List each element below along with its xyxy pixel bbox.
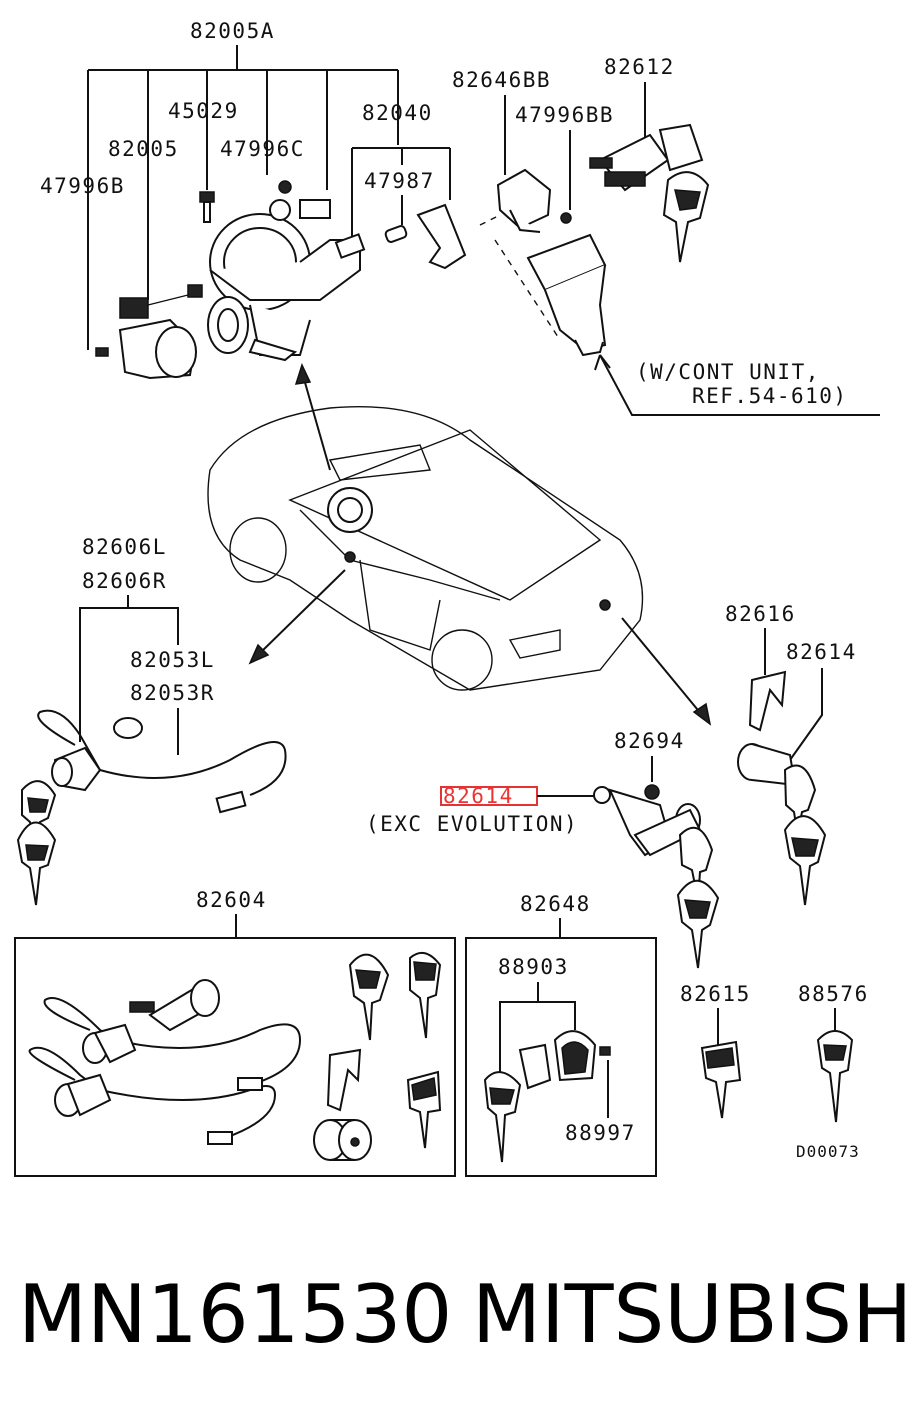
label-82604: 82604 [196,888,267,912]
immobilizer-antenna [496,168,552,233]
key-cylinder-top-group: 82646BB 47996BB 82612 [452,55,880,416]
arrows [248,362,712,726]
label-45029: 45029 [168,99,239,123]
key-icon [483,1071,522,1163]
label-47996C: 47996C [220,137,305,161]
label-82053L: 82053L [130,648,215,672]
key-icon [816,1030,854,1123]
label-47987: 47987 [364,169,435,193]
pin-icon [384,225,408,243]
label-82053R: 82053R [130,681,215,705]
footer: MN161530 MITSUBISHI [0,1265,909,1385]
brand-name: MITSUBISHI [472,1268,909,1361]
lock-cylinder [54,1073,112,1117]
connector-icon [207,1131,233,1145]
label-47996B: 47996B [40,174,125,198]
label-82616: 82616 [725,602,796,626]
car-outline [207,405,644,691]
clip-icon [326,1048,362,1112]
clip-icon [748,670,787,732]
trunk-lock-group: 82616 82614 82694 82614 (EXC EVOLUTION) [366,602,857,969]
lock-cylinder [82,1023,137,1064]
label-82612: 82612 [604,55,675,79]
ignition-switch-body [118,284,203,380]
label-88903: 88903 [498,955,569,979]
bolt-icon [199,191,215,223]
key-icon [16,821,57,906]
connector-icon [215,790,247,814]
key-icon [406,1070,442,1149]
label-exc-evolution: (EXC EVOLUTION) [366,812,578,836]
label-82648: 82648 [520,892,591,916]
screw-icon [599,1046,611,1056]
part-number: MN161530 [18,1268,453,1361]
kit-82604: 82604 [14,888,456,1177]
label-82694: 82694 [614,729,685,753]
key-cylinder-82612 [589,123,704,192]
screw-icon [560,212,572,224]
loose-keys: 82615 88576 D00073 [680,982,869,1161]
steering-lock-housing [207,199,366,362]
key-icon [662,171,710,263]
label-82614-right: 82614 [786,640,857,664]
key-blank-icon [700,1040,742,1119]
key-icon [783,815,827,906]
key-icon [676,879,720,969]
kit-82648: 82648 88903 88997 [465,892,657,1177]
lock-cylinder [313,1119,372,1161]
steering-lock-group: 82005A 45029 82005 47996C 47996B 82040 4… [40,19,467,380]
parts-diagram: 82005A 45029 82005 47996C 47996B 82040 4… [14,19,880,1177]
label-82614-highlight: 82614 [443,784,514,808]
transponder-chip [518,1043,552,1090]
label-82005: 82005 [108,137,179,161]
nut-icon [644,784,660,800]
key-head-shell [553,1030,597,1082]
key-icon [409,951,442,1039]
key-icon [348,953,390,1041]
label-82606R: 82606R [82,569,167,593]
key-cylinder-body [129,979,220,1032]
door-lock-group: 82606L 82606R 82053L 82053R [16,535,287,906]
label-82646BB: 82646BB [452,68,551,92]
screw-icon [95,347,109,357]
label-88997: 88997 [565,1121,636,1145]
control-unit [479,214,607,357]
label-82615: 82615 [680,982,751,1006]
diagram-code: D00073 [796,1142,860,1161]
door-lock-cylinder [51,717,143,792]
label-82040: 82040 [362,101,433,125]
bracket-47987 [416,203,467,270]
bolt-icon [278,180,292,194]
label-47996BB: 47996BB [515,103,614,127]
connector-icon [237,1077,263,1091]
label-cont-unit-1: (W/CONT UNIT, [636,360,820,384]
label-82606L: 82606L [82,535,167,559]
label-82005A: 82005A [190,19,275,43]
label-cont-unit-2: REF.54-610) [692,384,848,408]
label-88576: 88576 [798,982,869,1006]
trunk-lock-cylinder [593,786,702,857]
